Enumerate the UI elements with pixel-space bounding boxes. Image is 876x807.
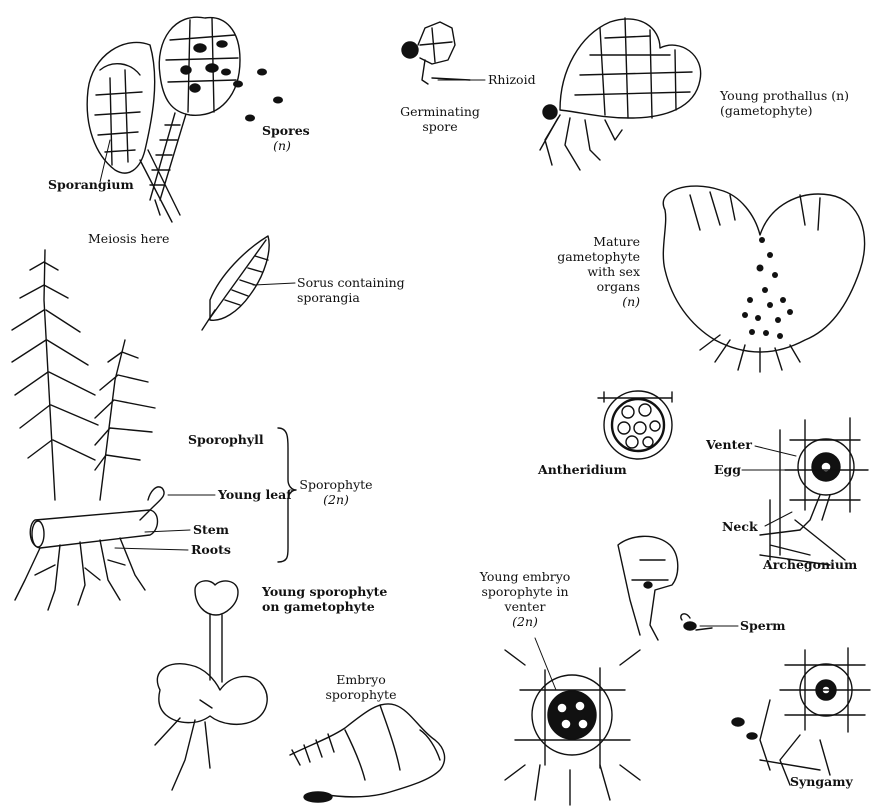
label-sporophyll: Sporophyll	[188, 433, 264, 447]
mature-gametophyte-drawing	[663, 186, 864, 372]
label-young-prothallus-2: (gametophyte)	[720, 104, 813, 118]
label-mature-gametophyte-5: (n)	[540, 295, 640, 309]
label-sorus-2: sporangia	[297, 291, 360, 305]
label-sporophyte: Sporophyte	[296, 478, 376, 492]
label-mature-gametophyte-1: Mature	[540, 235, 640, 249]
syngamy-drawing	[732, 648, 870, 785]
label-meiosis: Meiosis here	[88, 232, 169, 246]
archegonium-drawing	[760, 418, 868, 565]
germinating-spore-drawing	[402, 22, 470, 84]
label-spores: Spores	[262, 124, 302, 138]
label-young-prothallus-1: Young prothallus (n)	[720, 89, 849, 103]
label-antheridium: Antheridium	[538, 463, 627, 477]
embryo-sporophyte-drawing	[290, 704, 445, 802]
label-young-embryo-1: Young embryo	[470, 570, 580, 584]
label-syngamy: Syngamy	[790, 775, 853, 789]
label-venter: Venter	[706, 438, 752, 452]
label-sporophyte-ploidy: (2n)	[296, 493, 376, 507]
sperm-drawing	[618, 536, 712, 640]
label-archegonium: Archegonium	[763, 558, 857, 572]
label-young-embryo-2: sporophyte in	[470, 585, 580, 599]
fern-sporophyte-drawing	[12, 250, 164, 610]
label-sporangium: Sporangium	[48, 178, 134, 192]
young-embryo-drawing	[505, 650, 640, 805]
young-sporophyte-drawing	[155, 581, 267, 790]
label-young-embryo-3: venter	[470, 600, 580, 614]
label-sperm: Sperm	[740, 619, 786, 633]
leader-lines	[100, 80, 812, 690]
label-sorus-1: Sorus containing	[297, 276, 405, 290]
label-rhizoid: Rhizoid	[488, 73, 536, 87]
label-germinating-spore-2: spore	[400, 120, 480, 134]
label-young-leaf: Young leaf	[218, 488, 292, 502]
sorus-drawing	[202, 236, 269, 330]
label-young-embryo-4: (2n)	[470, 615, 580, 629]
label-embryo-sporophyte-1: Embryo	[316, 673, 406, 687]
label-mature-gametophyte-2: gametophyte	[540, 250, 640, 264]
label-spores-ploidy: (n)	[262, 139, 302, 153]
antheridium-drawing	[598, 391, 672, 459]
label-roots: Roots	[191, 543, 231, 557]
young-prothallus-drawing	[540, 18, 701, 170]
label-young-sporophyte-2: on gametophyte	[262, 600, 375, 614]
spores-drawing	[221, 69, 283, 122]
label-mature-gametophyte-4: organs	[540, 280, 640, 294]
label-embryo-sporophyte-2: sporophyte	[316, 688, 406, 702]
label-stem: Stem	[193, 523, 229, 537]
label-germinating-spore-1: Germinating	[400, 105, 480, 119]
label-mature-gametophyte-3: with sex	[540, 265, 640, 279]
label-young-sporophyte-1: Young sporophyte	[262, 585, 387, 599]
label-egg: Egg	[714, 463, 741, 477]
label-neck: Neck	[722, 520, 758, 534]
